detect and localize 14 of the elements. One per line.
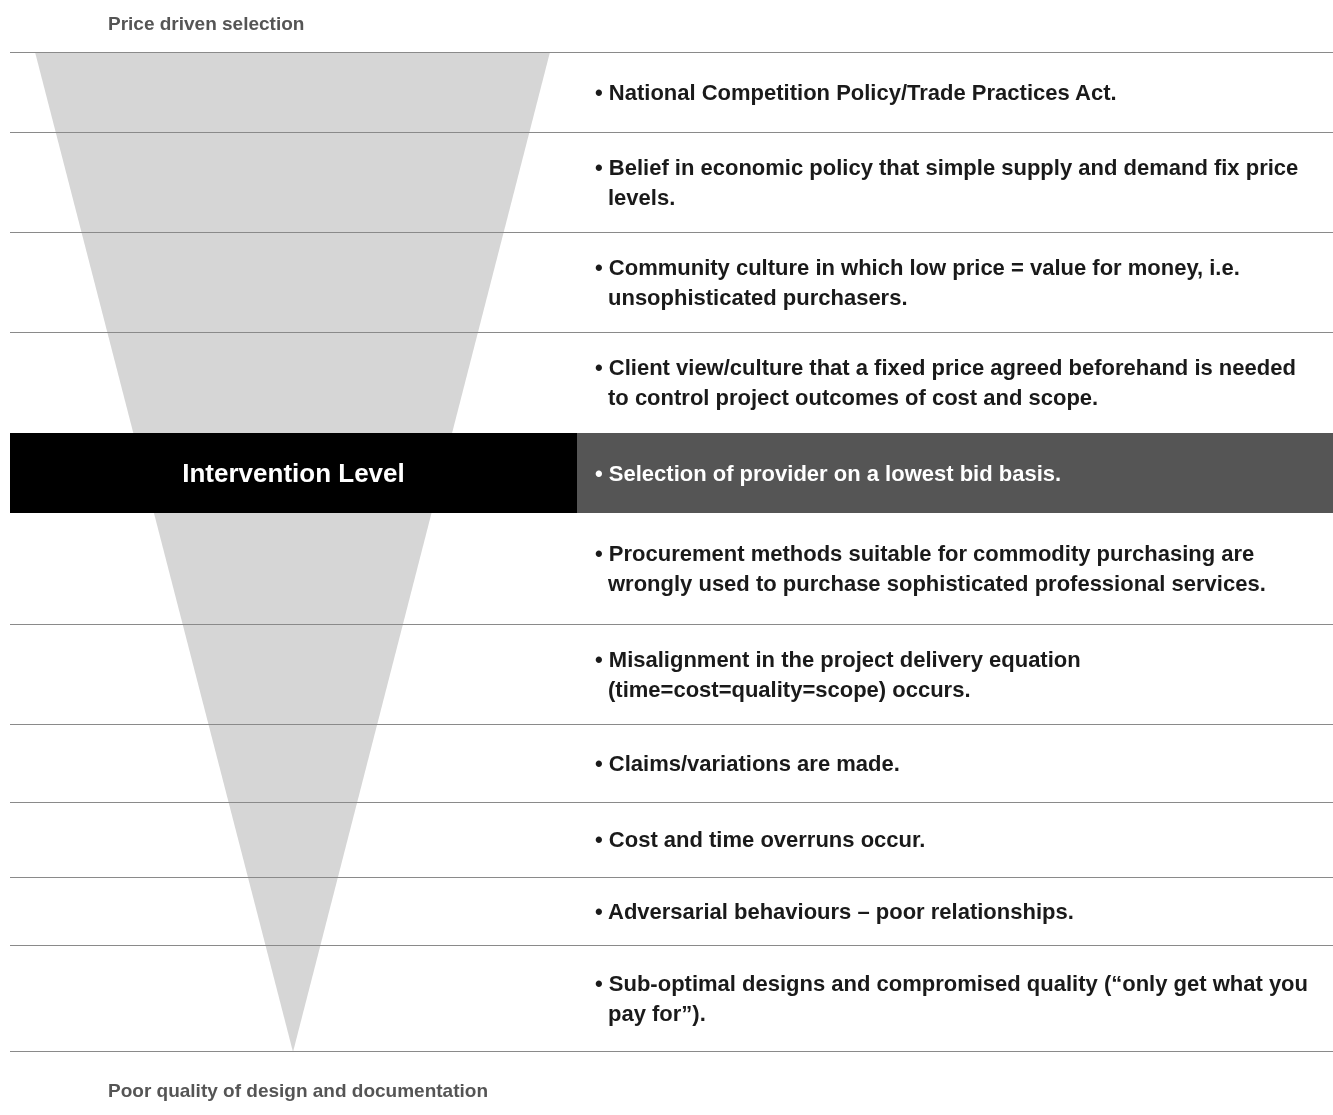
bullet-text: • Cost and time overruns occur. xyxy=(595,827,926,852)
bullet-text: • Client view/culture that a fixed price agreed beforehand is needed to control project outcomes of cost and scope. xyxy=(595,355,1296,410)
top-label: Price driven selection xyxy=(108,13,305,34)
intervention-band: Intervention Level xyxy=(10,433,577,513)
bullet-text: • National Competition Policy/Trade Practices Act. xyxy=(595,79,1117,105)
bullet-text: • Claims/variations are made. xyxy=(595,750,900,776)
bullet-text: • Belief in economic policy that simple supply and demand fix price levels. xyxy=(595,154,1299,210)
bullet-text: • Procurement methods suitable for commodity purchasing are wrongly used to purchase sophisticated professional services. xyxy=(595,540,1266,596)
bottom-label: Poor quality of design and documentation xyxy=(108,1080,488,1101)
intervention-band: • Selection of provider on a lowest bid basis. xyxy=(577,433,1333,513)
bullet-text: • Misalignment in the project delivery equation (time=cost=quality=scope) occurs. xyxy=(595,646,1081,702)
bullet-text: • Adversarial behaviours – poor relationships. xyxy=(595,898,1074,924)
bullet-text: • Community culture in which low price = value for money, i.e. unsophisticated purchasers. xyxy=(595,254,1240,310)
bullet-text: • Sub-optimal designs and compromised quality (“only get what you pay for”). xyxy=(595,970,1308,1026)
